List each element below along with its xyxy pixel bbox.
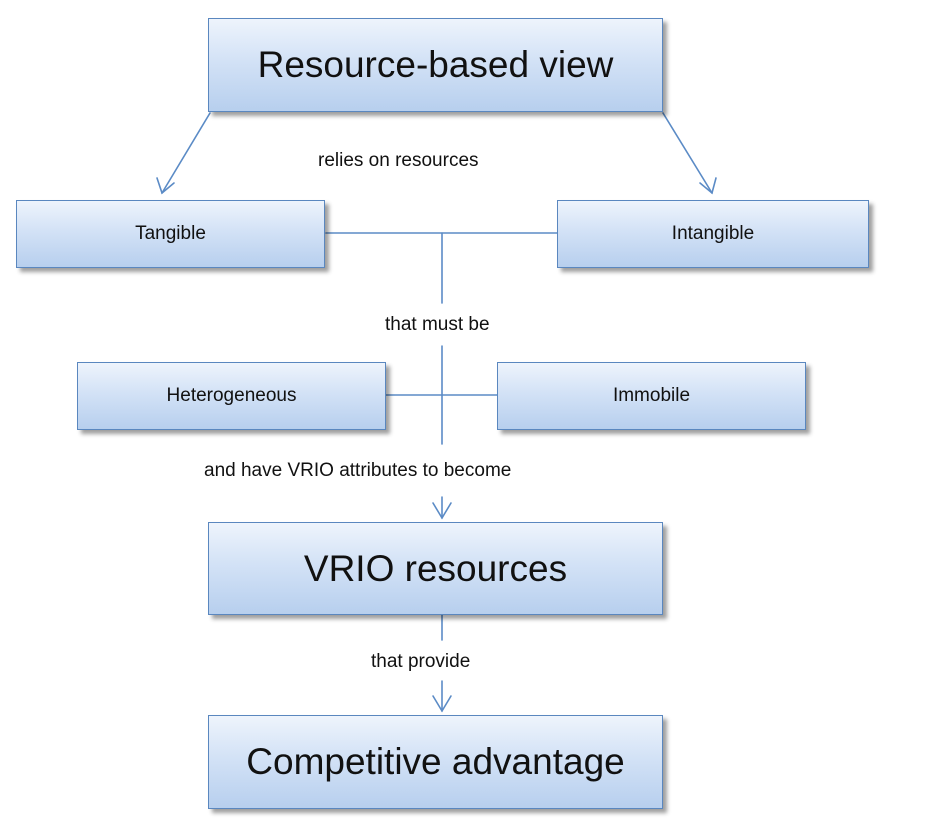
arrowhead-competitive: [432, 695, 452, 713]
arrow-root-to-intangible: [662, 112, 713, 194]
arrowhead-vrio: [432, 502, 452, 520]
node-resource-based-view-label: Resource-based view: [257, 44, 614, 85]
label-and-have-vrio-attributes: and have VRIO attributes to become: [204, 460, 512, 481]
node-competitive-advantage: Competitive advantage: [208, 715, 663, 809]
node-intangible: Intangible: [557, 200, 869, 268]
arrowhead-tangible: [156, 177, 175, 195]
node-resource-based-view: Resource-based view: [208, 18, 663, 112]
node-immobile: Immobile: [497, 362, 806, 430]
arrowhead-intangible: [699, 177, 717, 195]
label-relies-on-resources: relies on resources: [318, 150, 479, 171]
node-vrio-resources-label: VRIO resources: [303, 547, 568, 589]
node-heterogeneous-label: Heterogeneous: [166, 385, 297, 406]
node-intangible-label: Intangible: [671, 223, 755, 244]
node-heterogeneous: Heterogeneous: [77, 362, 386, 430]
node-vrio-resources: VRIO resources: [208, 522, 663, 615]
arrow-root-to-tangible: [161, 112, 211, 194]
label-that-must-be: that must be: [385, 314, 490, 335]
label-that-provide: that provide: [371, 651, 471, 672]
node-immobile-label: Immobile: [612, 385, 691, 406]
node-tangible-label: Tangible: [135, 223, 206, 244]
node-competitive-advantage-label: Competitive advantage: [246, 741, 625, 782]
node-tangible: Tangible: [16, 200, 325, 268]
